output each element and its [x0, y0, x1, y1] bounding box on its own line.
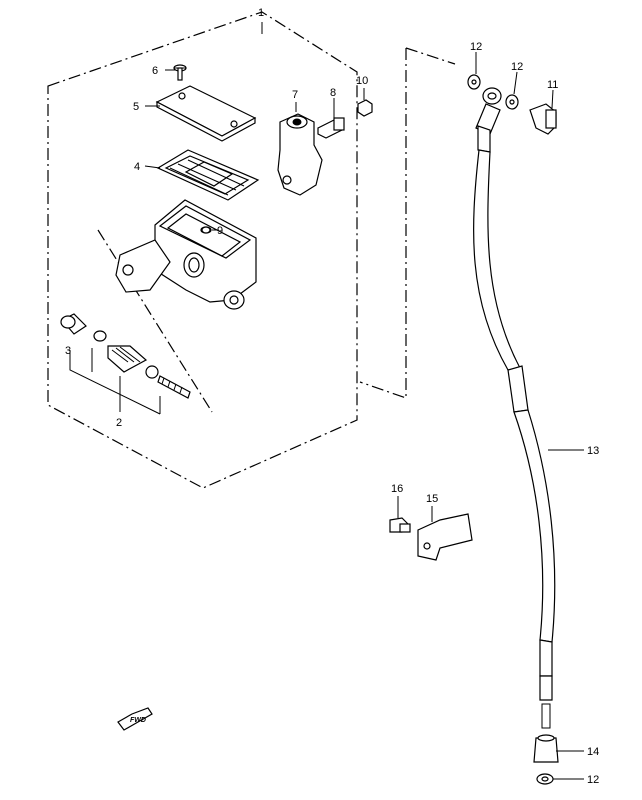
callout-7: 7 — [292, 89, 298, 101]
callout-13: 13 — [587, 445, 599, 457]
part-16-bolt — [389, 517, 411, 533]
callout-8: 8 — [330, 87, 336, 99]
callout-16: 16 — [391, 483, 403, 495]
callout-15: 15 — [426, 493, 438, 505]
callout-3: 3 — [65, 345, 71, 357]
master-cylinder-body — [115, 199, 257, 310]
part-5-reservoir-cap — [155, 85, 257, 142]
part-14-fitting — [533, 734, 559, 763]
assembly-boundary — [47, 11, 456, 489]
callout-12-top: 12 — [470, 41, 482, 53]
callout-5: 5 — [133, 101, 139, 113]
part-12-washer-top — [467, 74, 481, 90]
part-4-diaphragm — [156, 149, 260, 201]
callout-12-bottom: 12 — [587, 774, 599, 786]
callout-1: 1 — [258, 7, 264, 19]
callout-12-middle: 12 — [511, 61, 523, 73]
front-arrow-icon: FWD — [117, 707, 153, 731]
part-11-banjo-bolt — [529, 103, 557, 135]
part-12-washer-middle — [505, 94, 519, 110]
part-6-screw — [173, 64, 187, 81]
brake-hose — [473, 87, 556, 729]
part-15-bracket — [417, 513, 473, 561]
part-10-nut — [357, 99, 373, 117]
part-2-3-piston-kit — [60, 313, 191, 415]
callout-9: 9 — [217, 225, 223, 237]
callout-4: 4 — [134, 161, 140, 173]
part-8-bolt — [317, 117, 345, 139]
part-12-washer-bottom — [536, 773, 554, 785]
callout-6: 6 — [152, 65, 158, 77]
front-marker-label: FWD — [130, 717, 146, 724]
callouts: 1 6 5 4 7 8 10 9 3 2 12 12 11 13 16 15 1… — [65, 7, 599, 786]
leader-lines — [144, 22, 584, 780]
part-7-clamp — [277, 113, 323, 196]
callout-14: 14 — [587, 746, 599, 758]
callout-2: 2 — [116, 417, 122, 429]
part-9-plug — [201, 226, 211, 234]
callout-11: 11 — [547, 79, 558, 91]
callout-10: 10 — [356, 75, 368, 87]
